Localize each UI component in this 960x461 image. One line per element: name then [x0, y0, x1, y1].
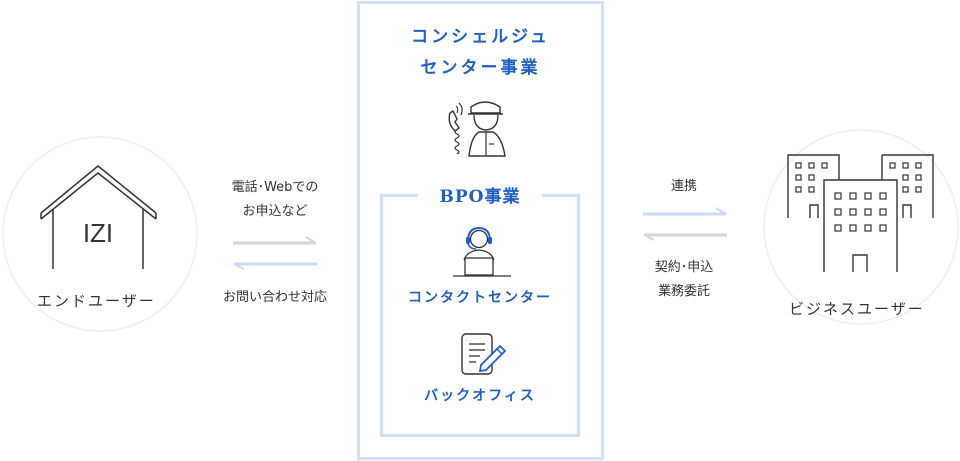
right-bottom-caption: 契約･申込 業務委託 — [644, 256, 724, 304]
title-line: コンシェルジュ — [411, 27, 550, 47]
headset-agent-icon — [453, 226, 511, 277]
business-user-circle — [763, 129, 959, 325]
left-top-caption: 電話･Webでの お申込など — [215, 176, 335, 224]
phone-operator-icon — [448, 101, 506, 157]
arrow-right-gray-icon — [233, 236, 317, 245]
concierge-center-title: コンシェルジュ センター事業 — [357, 22, 604, 84]
arrow-left-blue-icon — [233, 262, 317, 270]
concierge-center-box — [357, 1, 604, 460]
office-buildings-icon — [787, 154, 934, 272]
house-icon: IZI — [40, 165, 157, 269]
caption-line: 業務委託 — [657, 284, 710, 299]
bpo-title: BPO事業 — [418, 183, 542, 211]
caption-line: 電話･Webでの — [231, 180, 319, 195]
left-bottom-caption: お問い合わせ対応 — [208, 286, 342, 310]
business-user-label: ビジネスユーザー — [789, 300, 925, 318]
caption-line: 契約･申込 — [654, 260, 714, 275]
contact-center-label: コンタクトセンター — [408, 290, 552, 306]
arrow-left-gray-icon — [643, 233, 727, 241]
house-sign: IZI — [83, 218, 113, 248]
caption-line: 連携 — [670, 179, 697, 194]
arrow-right-blue-icon — [643, 207, 727, 216]
caption-line: お申込など — [242, 204, 308, 219]
title-line: センター事業 — [420, 58, 541, 78]
end-user-label: エンドユーザー — [37, 292, 156, 310]
document-pen-icon — [461, 333, 507, 375]
back-office-label: バックオフィス — [424, 388, 536, 404]
caption-line: お問い合わせ対応 — [222, 290, 327, 305]
end-user-circle — [2, 136, 198, 332]
right-top-caption: 連携 — [644, 175, 724, 199]
